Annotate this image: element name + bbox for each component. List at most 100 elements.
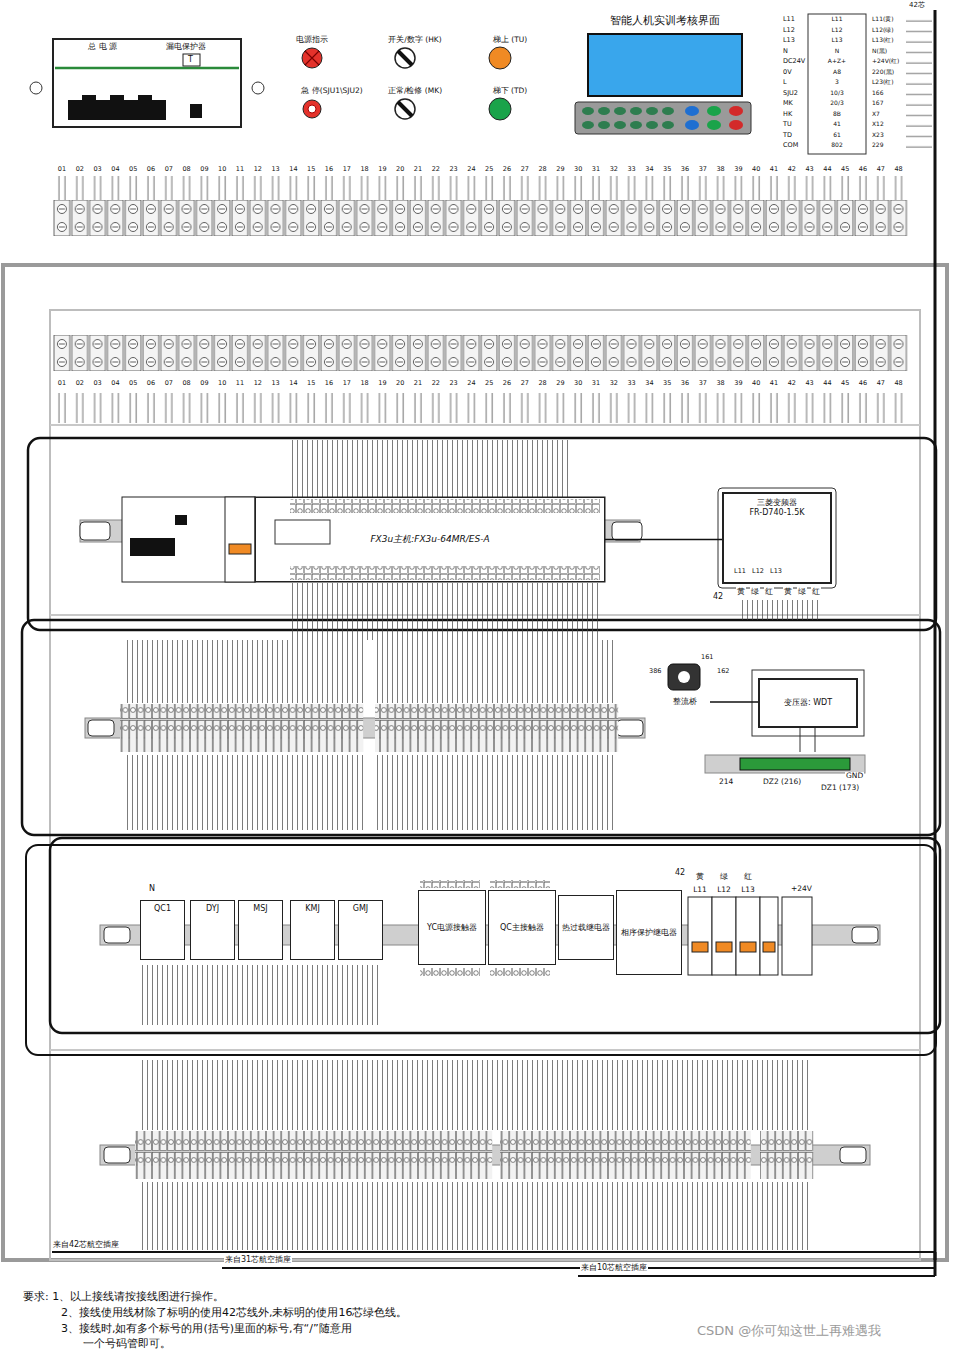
- relay-terminal-block: [375, 704, 618, 752]
- terminal-number: 21: [413, 380, 423, 387]
- rail-end: [80, 522, 110, 540]
- plc-terminals: [290, 499, 600, 513]
- terminal-number: 01: [57, 380, 67, 387]
- key: [729, 120, 743, 130]
- relay-module: MSJ: [238, 900, 283, 960]
- label: N: [148, 884, 156, 893]
- label: L13: [831, 37, 844, 44]
- terminal-number: 30: [573, 380, 583, 387]
- transformer-frame: [752, 670, 864, 736]
- terminal-number: 27: [520, 166, 530, 173]
- terminal-number: 27: [520, 380, 530, 387]
- terminal-number: 03: [92, 166, 102, 173]
- selector-switch: [395, 99, 415, 119]
- label: L11: [782, 16, 796, 23]
- node-text: FX3u主机:FX3u-64MR/ES-A: [367, 534, 492, 545]
- inverter-wires: [740, 600, 820, 620]
- label: 正常/检修 (MK): [387, 87, 443, 96]
- switch-knob: [398, 51, 412, 65]
- label: 黄: [783, 587, 793, 596]
- terminal-number: 40: [751, 166, 761, 173]
- inverter-frame: [718, 488, 836, 588]
- wire: [800, 728, 801, 752]
- label: 要求: 1、以上接线请按接线图进行操作。: [22, 1291, 225, 1304]
- relay-module: KMJ: [290, 900, 335, 960]
- terminal-number: 07: [164, 380, 174, 387]
- breaker-panel: 总 电 源漏电保护器: [52, 38, 242, 128]
- label: 386: [648, 668, 662, 675]
- terminal-wires: [53, 176, 907, 200]
- terminal-number: 09: [199, 166, 209, 173]
- terminal-number: 47: [876, 166, 886, 173]
- keypad-keys: [582, 106, 743, 130]
- down-button: [489, 98, 511, 120]
- relay-wires: [375, 640, 615, 703]
- terminal-number: 05: [128, 166, 138, 173]
- connector: [605, 539, 722, 541]
- node-text: MSJ: [253, 904, 267, 914]
- terminal-number: 39: [733, 166, 743, 173]
- terminal-number: 38: [715, 380, 725, 387]
- label: A+Z+: [827, 58, 847, 65]
- breaker-handle: [175, 515, 187, 525]
- terminal-number: 29: [555, 166, 565, 173]
- label: L11: [831, 16, 844, 23]
- rail-end: [104, 927, 130, 943]
- label: L12(绿): [871, 27, 895, 34]
- label: 42: [674, 868, 686, 877]
- power-module: [225, 497, 255, 582]
- label: L11: [733, 568, 747, 575]
- terminal-number: 36: [680, 380, 690, 387]
- terminal-number: 28: [537, 166, 547, 173]
- terminal-number: 08: [181, 380, 191, 387]
- label: 214: [718, 778, 734, 787]
- label: COM: [782, 142, 799, 149]
- switch-knob: [398, 102, 412, 116]
- plc-body: [255, 497, 605, 582]
- terminal-row: [53, 200, 907, 236]
- terminal-number: 14: [288, 166, 298, 173]
- terminal-number: 44: [822, 166, 832, 173]
- terminal-number: 11: [235, 166, 245, 173]
- node-text: 智能人机实训考核界面: [610, 14, 720, 27]
- breaker-handle: [716, 942, 732, 952]
- connector-strip: [808, 14, 866, 154]
- terminal-number: 26: [502, 166, 512, 173]
- wire: [815, 728, 816, 752]
- cable-loop: [22, 620, 940, 835]
- power-supply: [782, 897, 812, 975]
- key: [707, 106, 721, 116]
- hmi-keypad: [575, 102, 751, 134]
- terminal-number: 33: [626, 380, 636, 387]
- screw: [30, 82, 42, 94]
- resistor-symbol: [740, 758, 850, 770]
- terminal-number: 37: [698, 380, 708, 387]
- button-center: [308, 105, 316, 113]
- label: 20/3: [829, 100, 844, 107]
- emergency-button: [303, 100, 321, 118]
- terminal-number: 18: [359, 166, 369, 173]
- terminal-number: 39: [733, 380, 743, 387]
- key: [662, 121, 674, 129]
- label: L13: [782, 37, 796, 44]
- rail-end: [104, 1147, 130, 1163]
- terminal-number: 29: [555, 380, 565, 387]
- terminal-number: 37: [698, 166, 708, 173]
- label: L11: [692, 886, 708, 895]
- relay-wires: [125, 755, 365, 830]
- socket-cable: [222, 1267, 935, 1269]
- label: GND: [845, 772, 864, 781]
- screw: [252, 82, 264, 94]
- label: +24V: [790, 885, 813, 894]
- terminal-row-lower: [53, 335, 907, 371]
- label: 来自10芯航空插座: [580, 1263, 648, 1272]
- terminal-number: 48: [893, 166, 903, 173]
- label: 802: [830, 142, 843, 149]
- terminal-number: 46: [858, 380, 868, 387]
- contactor: QC主接触器: [488, 890, 556, 965]
- terminal-number: 25: [484, 166, 494, 173]
- transformer-box: 变压器: WDT: [758, 678, 858, 728]
- node-text: YC电源接触器: [427, 923, 477, 933]
- key: [646, 121, 658, 129]
